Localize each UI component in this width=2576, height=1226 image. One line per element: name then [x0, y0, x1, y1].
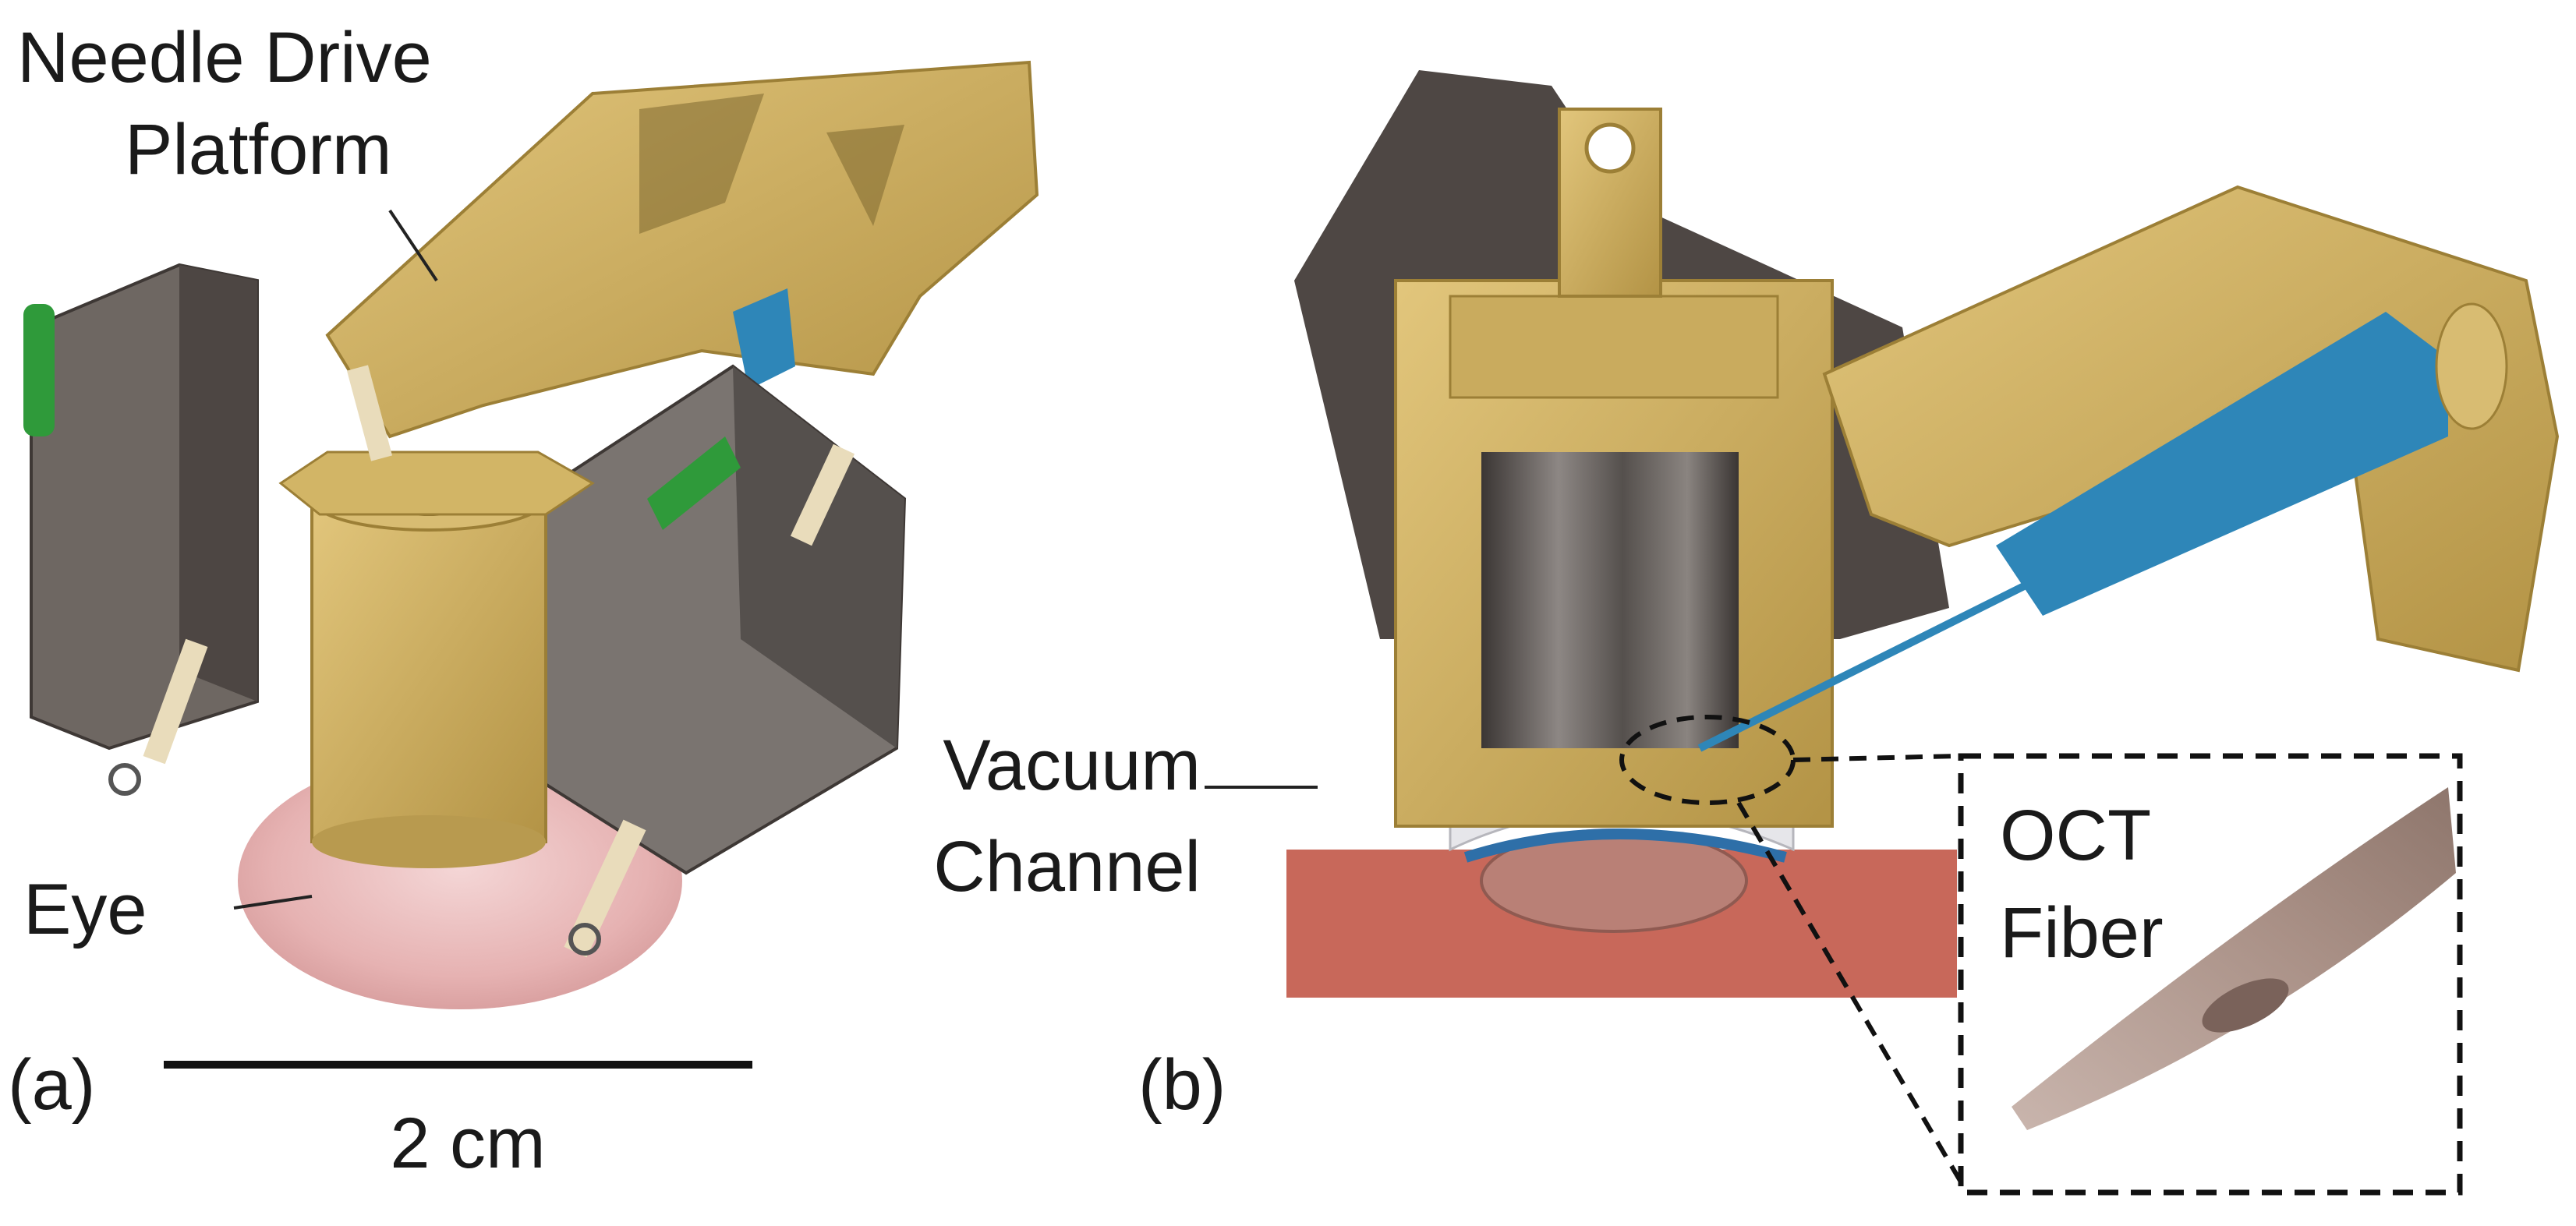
right-green-tab — [647, 436, 741, 530]
oct-label-line1: OCT — [2000, 796, 2152, 875]
platform-label-line1: Needle Drive — [17, 18, 432, 97]
panel-b-cross-section — [1286, 70, 2560, 998]
needle-hub-a — [733, 288, 795, 390]
vacuum-label-line2: Channel — [933, 827, 1201, 906]
eye-leader — [233, 895, 313, 910]
platform-label-line2: Platform — [125, 110, 392, 189]
metal-cylinder — [1481, 452, 1739, 748]
platform-leader — [388, 209, 438, 282]
eye-label: Eye — [23, 870, 147, 949]
scale-bar-label: 2 cm — [390, 1104, 546, 1183]
panel-a-device — [23, 60, 1039, 1009]
fiber-tip-hole — [2202, 978, 2289, 1033]
oct-fiber-inset — [2012, 787, 2456, 1130]
oct-label-line2: Fiber — [2000, 893, 2164, 973]
needle-shaft — [1697, 581, 2029, 752]
top-tab — [1558, 108, 1662, 298]
central-cylinder — [310, 497, 547, 843]
vacuum-label-line1: Vacuum — [943, 726, 1201, 805]
left-green-tab — [23, 304, 55, 436]
panel-b-label: (b) — [1138, 1045, 1226, 1125]
zoom-connector-bottom — [1736, 801, 1967, 1190]
blue-needle-hub — [1996, 312, 2448, 616]
panel-a-label: (a) — [8, 1045, 96, 1125]
